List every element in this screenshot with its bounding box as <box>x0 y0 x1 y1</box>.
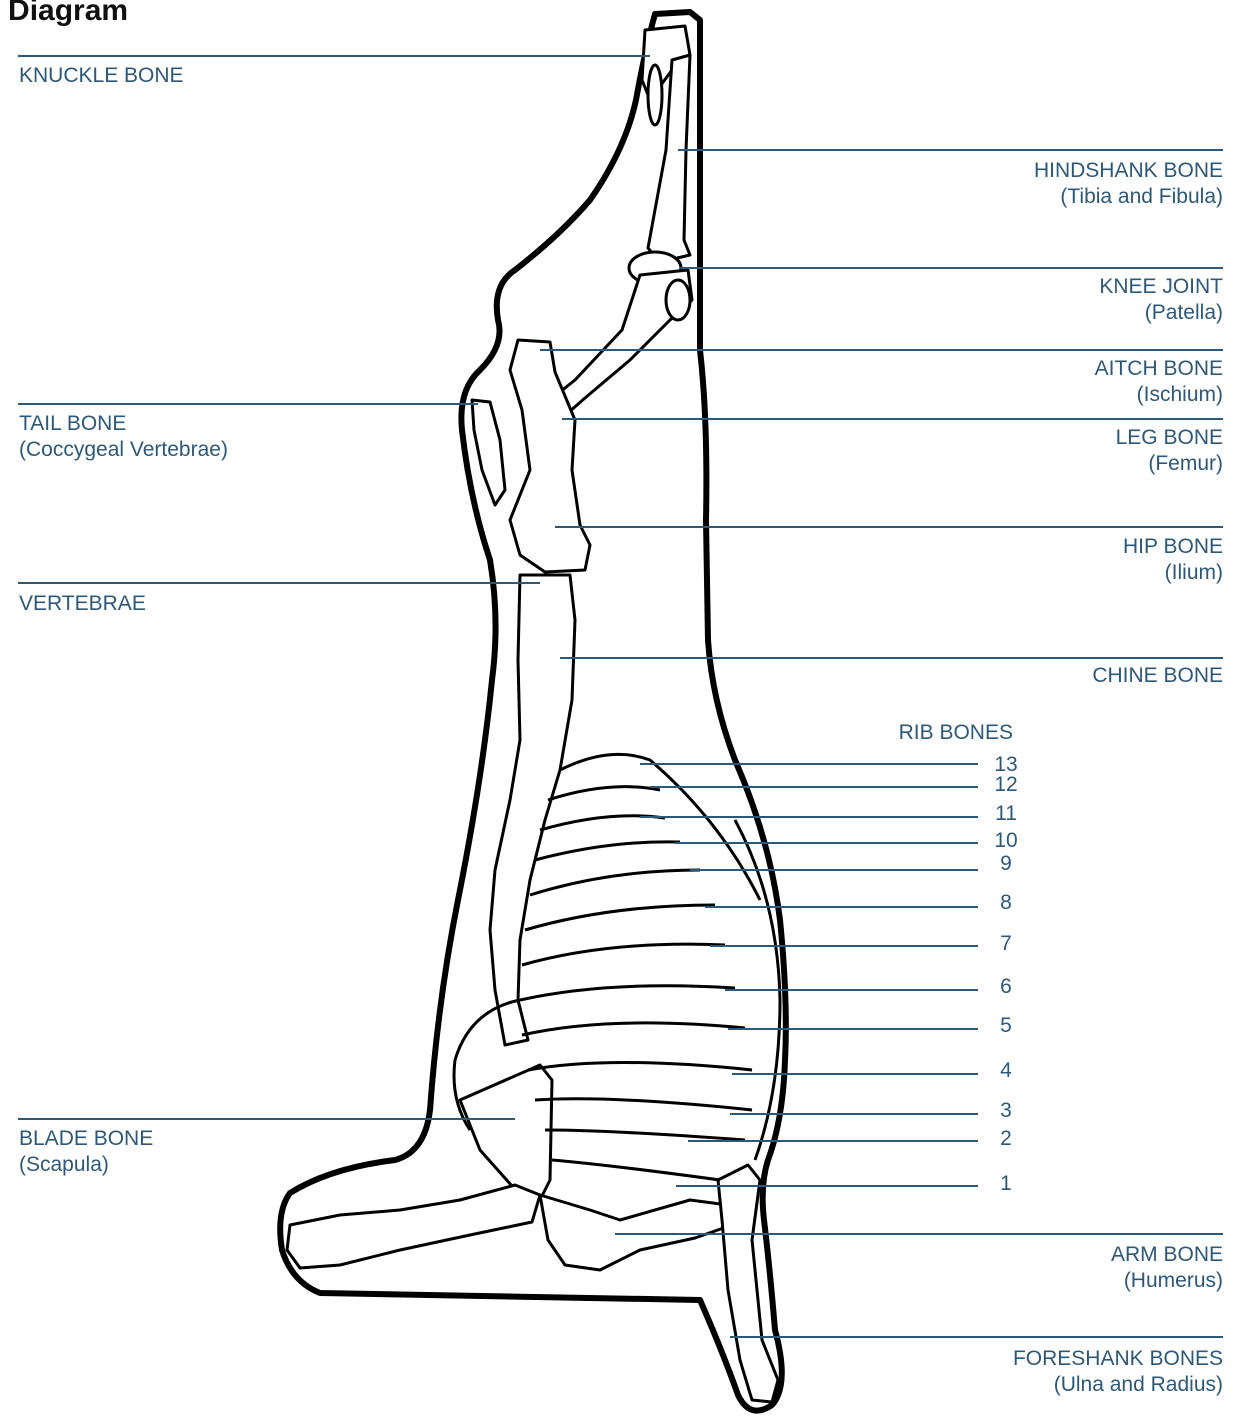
tail-sub: (Coccygeal Vertebrae) <box>19 437 228 463</box>
hindshank-name: HINDSHANK BONE <box>1034 158 1223 184</box>
rib-number-4: 4 <box>986 1060 1026 1082</box>
label-rib-bones: RIB BONES <box>899 720 1013 746</box>
label-vertebrae: VERTEBRAE <box>19 591 146 617</box>
rib-number-5: 5 <box>986 1015 1026 1037</box>
leader-lines <box>18 56 1223 1337</box>
ribs-name: RIB BONES <box>899 720 1013 746</box>
label-hip-bone: HIP BONE (Ilium) <box>1123 534 1223 586</box>
rib-number-8: 8 <box>986 892 1026 914</box>
rib-number-3: 3 <box>986 1100 1026 1122</box>
foreshank-sub: (Ulna and Radius) <box>1013 1372 1223 1398</box>
label-blade-bone: BLADE BONE (Scapula) <box>19 1126 153 1178</box>
blade-sub: (Scapula) <box>19 1152 153 1178</box>
leg-sub: (Femur) <box>1116 451 1223 477</box>
rib-number-11: 11 <box>986 803 1026 825</box>
label-chine-bone: CHINE BONE <box>1092 663 1223 689</box>
rib-number-7: 7 <box>986 933 1026 955</box>
rib-number-1: 1 <box>986 1173 1026 1195</box>
arm-name: ARM BONE <box>1111 1242 1223 1268</box>
aitch-name: AITCH BONE <box>1095 356 1223 382</box>
aitch-sub: (Ischium) <box>1095 382 1223 408</box>
hip-sub: (Ilium) <box>1123 560 1223 586</box>
rib-number-10: 10 <box>986 830 1026 852</box>
hip-name: HIP BONE <box>1123 534 1223 560</box>
blade-name: BLADE BONE <box>19 1126 153 1152</box>
humerus-shape <box>540 1195 732 1270</box>
label-aitch-bone: AITCH BONE (Ischium) <box>1095 356 1223 408</box>
skeleton-bones <box>287 26 778 1402</box>
label-tail-bone: TAIL BONE (Coccygeal Vertebrae) <box>19 411 228 463</box>
label-foreshank-bones: FORESHANK BONES (Ulna and Radius) <box>1013 1346 1223 1398</box>
vertebrae-name: VERTEBRAE <box>19 591 146 617</box>
label-knuckle-bone: KNUCKLE BONE <box>19 63 184 89</box>
scapula-shape <box>460 1065 552 1200</box>
rib-number-2: 2 <box>986 1128 1026 1150</box>
neck-vertebrae-shape <box>287 1185 540 1268</box>
label-hindshank-bone: HINDSHANK BONE (Tibia and Fibula) <box>1034 158 1223 210</box>
rib-number-6: 6 <box>986 976 1026 998</box>
knuckle-name: KNUCKLE BONE <box>19 63 184 89</box>
label-leg-bone: LEG BONE (Femur) <box>1116 425 1223 477</box>
knee-name: KNEE JOINT <box>1099 274 1223 300</box>
hindshank-sub: (Tibia and Fibula) <box>1034 184 1223 210</box>
foreshank-name: FORESHANK BONES <box>1013 1346 1223 1372</box>
knee-sub: (Patella) <box>1099 300 1223 326</box>
leg-name: LEG BONE <box>1116 425 1223 451</box>
rib-number-12: 12 <box>986 774 1026 796</box>
label-arm-bone: ARM BONE (Humerus) <box>1111 1242 1223 1294</box>
tail-shape <box>472 400 505 505</box>
arm-sub: (Humerus) <box>1111 1268 1223 1294</box>
vertebrae-column <box>490 575 575 1045</box>
chine-name: CHINE BONE <box>1092 663 1223 689</box>
tail-name: TAIL BONE <box>19 411 228 437</box>
label-knee-joint: KNEE JOINT (Patella) <box>1099 274 1223 326</box>
rib-number-9: 9 <box>986 853 1026 875</box>
